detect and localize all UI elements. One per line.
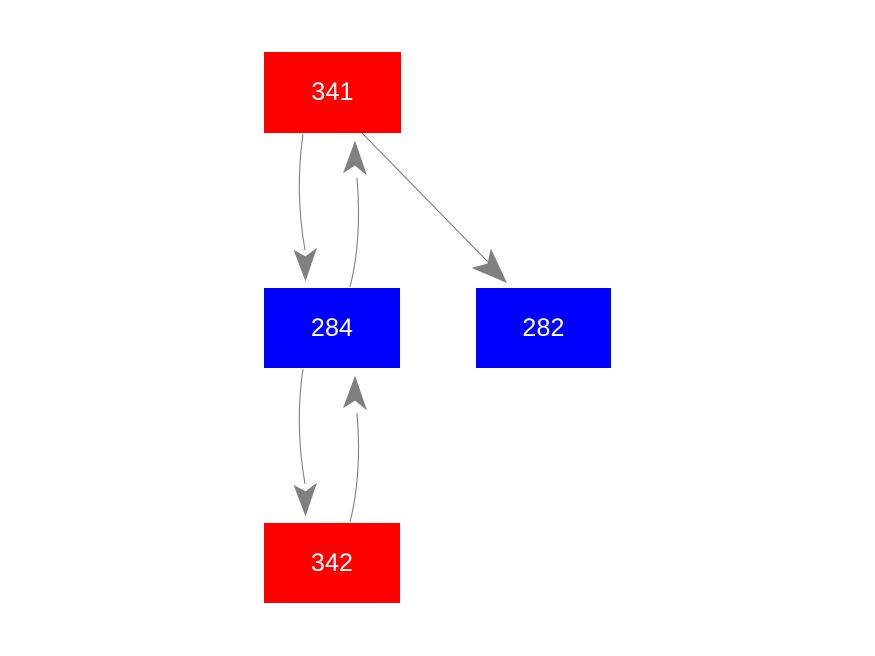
node-282[interactable]: 282 [476,288,611,368]
node-341[interactable]: 341 [264,52,401,133]
node-label-282: 282 [522,313,565,342]
edge-342-to-284 [343,375,368,523]
edge-341-to-284 [293,133,317,282]
node-label-284: 284 [310,313,354,342]
edge-284-to-341 [343,140,368,288]
node-label-341: 341 [311,78,354,106]
node-342[interactable]: 342 [264,523,400,603]
node-label-342: 342 [310,548,354,577]
node-284[interactable]: 284 [264,288,400,368]
edge-284-to-342 [293,368,317,517]
edge-341-to-282 [361,132,508,283]
